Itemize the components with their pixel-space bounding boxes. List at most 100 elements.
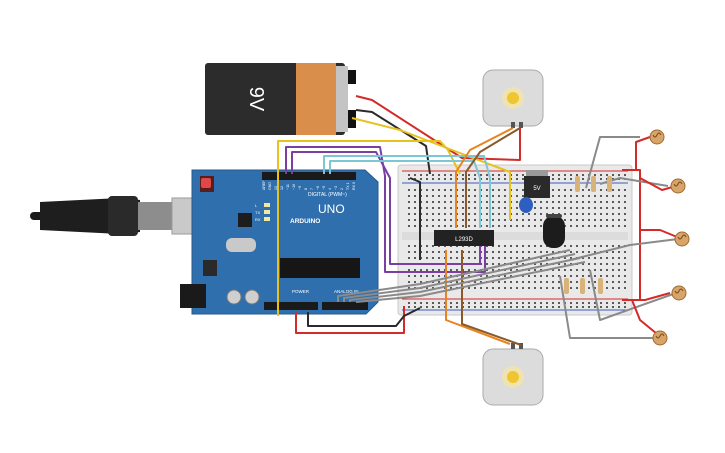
breadboard-hole [534,213,536,215]
breadboard-hole [594,195,596,197]
breadboard-hole [438,195,440,197]
breadboard-hole [582,189,584,191]
breadboard-hole [606,281,608,283]
breadboard-hole [582,257,584,259]
breadboard-hole [486,201,488,203]
breadboard-hole [474,207,476,209]
wires [277,95,683,346]
breadboard-hole [444,195,446,197]
breadboard-hole [516,306,518,308]
breadboard-hole [528,245,530,247]
pin-label: AREF [262,180,266,190]
breadboard-hole [516,189,518,191]
pin-label: 2 [340,188,344,190]
breadboard-hole [576,213,578,215]
pin-label: 4 [328,188,332,190]
pin-label: 12 [280,186,284,190]
breadboard-hole [540,287,542,289]
breadboard-hole [582,178,584,180]
breadboard-hole [432,201,434,203]
breadboard-hole [414,201,416,203]
breadboard-hole [438,213,440,215]
breadboard-hole [450,178,452,180]
breadboard-hole [480,287,482,289]
breadboard [397,164,633,316]
digital-header-label: DIGITAL (PWM~) [308,192,347,198]
battery-label: 9V [245,87,267,112]
breadboard-hole [582,263,584,265]
board-led [264,210,270,214]
breadboard-hole [438,251,440,253]
breadboard-hole [528,269,530,271]
wire-ldr-5-gray [559,275,655,339]
breadboard-hole [438,219,440,221]
breadboard-hole [492,174,494,176]
breadboard-hole [618,225,620,227]
breadboard-hole [600,257,602,259]
arduino-brand-text: ARDUINO [290,218,320,225]
breadboard-hole [558,306,560,308]
breadboard-hole [474,281,476,283]
breadboard-hole [588,281,590,283]
breadboard-hole [450,201,452,203]
breadboard-hole [564,219,566,221]
breadboard-hole [510,306,512,308]
breadboard-hole [498,178,500,180]
wire-ldr-3-red [640,229,683,240]
breadboard-hole [438,207,440,209]
breadboard-hole [504,251,506,253]
breadboard-hole [468,306,470,308]
breadboard-hole [588,306,590,308]
breadboard-hole [474,251,476,253]
pin-label: 13 [274,186,278,190]
breadboard-hole [570,281,572,283]
breadboard-hole [498,263,500,265]
breadboard-hole [504,306,506,308]
arduino-model-text: UNO [318,202,345,216]
breadboard-hole [534,302,536,304]
breadboard-hole [552,178,554,180]
breadboard-hole [588,257,590,259]
breadboard-hole [624,195,626,197]
breadboard-hole [432,306,434,308]
breadboard-hole [540,263,542,265]
breadboard-hole [624,213,626,215]
breadboard-hole [576,281,578,283]
breadboard-hole [432,225,434,227]
breadboard-hole [426,189,428,191]
breadboard-hole [492,251,494,253]
breadboard-hole [426,302,428,304]
breadboard-hole [606,269,608,271]
breadboard-hole [528,219,530,221]
breadboard-hole [414,251,416,253]
breadboard-hole [570,213,572,215]
breadboard-hole [522,213,524,215]
pin-label: TX 1 [346,182,350,190]
breadboard-hole [570,269,572,271]
breadboard-hole [516,287,518,289]
wire-ldr-3-gray [569,238,679,261]
breadboard-hole [426,195,428,197]
breadboard-hole [414,302,416,304]
breadboard-hole [462,178,464,180]
breadboard-hole [570,219,572,221]
breadboard-hole [450,306,452,308]
breadboard-hole [516,225,518,227]
breadboard-hole [606,201,608,203]
breadboard-hole [438,201,440,203]
breadboard-hole [612,225,614,227]
breadboard-hole [432,207,434,209]
breadboard-hole [492,201,494,203]
breadboard-hole [468,251,470,253]
breadboard-hole [540,207,542,209]
breadboard-hole [528,225,530,227]
breadboard-hole [624,225,626,227]
breadboard-hole [462,201,464,203]
breadboard-hole [420,302,422,304]
breadboard-hole [444,178,446,180]
breadboard-hole [594,269,596,271]
breadboard-hole [480,306,482,308]
breadboard-hole [618,245,620,247]
breadboard-hole [498,174,500,176]
analog-header-label: ANALOG IN [334,289,359,294]
